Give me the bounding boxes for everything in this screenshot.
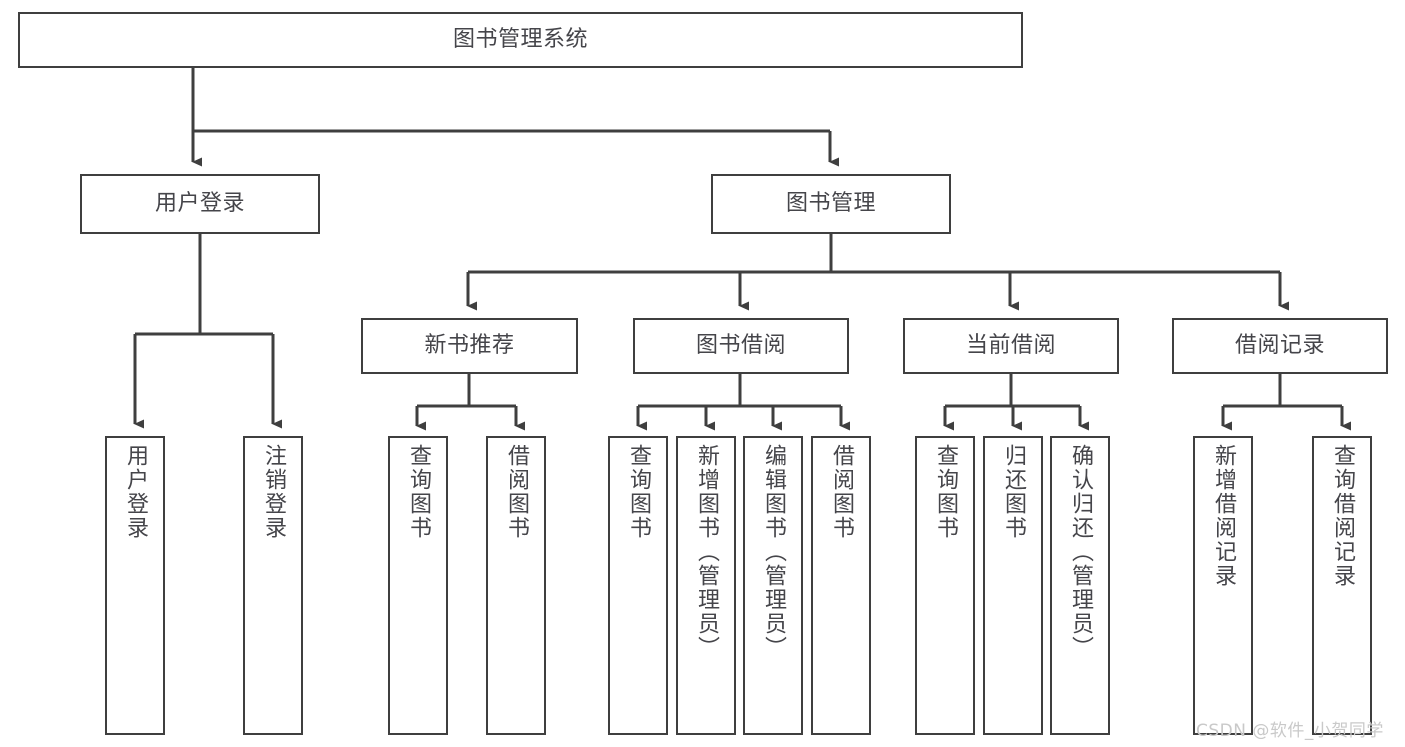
node-user-login-label: 用户登录 bbox=[154, 191, 245, 217]
node-current-borrow[interactable]: 当前借阅 bbox=[903, 318, 1119, 374]
node-leaf-borrow-book-1-label: 借阅图书 bbox=[503, 444, 529, 540]
node-leaf-user-logout[interactable]: 注销登录 bbox=[243, 436, 303, 735]
node-leaf-return-book[interactable]: 归还图书 bbox=[983, 436, 1043, 735]
node-current-borrow-label: 当前借阅 bbox=[965, 333, 1056, 359]
node-leaf-borrow-book-2-label: 借阅图书 bbox=[828, 444, 854, 540]
node-leaf-borrow-book-1[interactable]: 借阅图书 bbox=[486, 436, 546, 735]
node-leaf-user-login-label: 用户登录 bbox=[122, 444, 148, 540]
edge-current-borrow-to-leaves bbox=[943, 374, 1089, 431]
node-new-book-recommend-label: 新书推荐 bbox=[424, 333, 515, 359]
node-root-label: 图书管理系统 bbox=[452, 27, 588, 53]
node-leaf-query-book-1[interactable]: 查询图书 bbox=[388, 436, 448, 735]
node-leaf-query-book-3[interactable]: 查询图书 bbox=[915, 436, 975, 735]
node-book-borrow[interactable]: 图书借阅 bbox=[633, 318, 849, 374]
edge-new-book-recommend-to-leaves bbox=[415, 374, 525, 431]
node-book-borrow-label: 图书借阅 bbox=[695, 333, 786, 359]
node-root[interactable]: 图书管理系统 bbox=[18, 12, 1023, 68]
node-leaf-user-logout-label: 注销登录 bbox=[260, 444, 286, 540]
node-book-manage-label: 图书管理 bbox=[785, 191, 876, 217]
node-borrow-record[interactable]: 借阅记录 bbox=[1172, 318, 1388, 374]
edge-book-manage-to-level2 bbox=[466, 234, 1289, 311]
node-user-login[interactable]: 用户登录 bbox=[80, 174, 320, 234]
node-leaf-query-record[interactable]: 查询借阅记录 bbox=[1312, 436, 1372, 735]
edge-root-to-level1 bbox=[191, 68, 839, 167]
node-leaf-confirm-return-label: 确认归还（管理员） bbox=[1067, 444, 1093, 660]
edge-borrow-record-to-leaves bbox=[1221, 374, 1351, 431]
edge-book-borrow-to-leaves bbox=[636, 374, 850, 431]
node-leaf-borrow-book-2[interactable]: 借阅图书 bbox=[811, 436, 871, 735]
node-leaf-add-record[interactable]: 新增借阅记录 bbox=[1193, 436, 1253, 735]
node-leaf-query-book-2-label: 查询图书 bbox=[625, 444, 651, 540]
node-leaf-edit-book[interactable]: 编辑图书（管理员） bbox=[743, 436, 803, 735]
node-leaf-user-login[interactable]: 用户登录 bbox=[105, 436, 165, 735]
node-borrow-record-label: 借阅记录 bbox=[1234, 333, 1325, 359]
node-leaf-add-book[interactable]: 新增图书（管理员） bbox=[676, 436, 736, 735]
node-leaf-edit-book-label: 编辑图书（管理员） bbox=[760, 444, 786, 660]
node-leaf-query-book-1-label: 查询图书 bbox=[405, 444, 431, 540]
node-leaf-confirm-return[interactable]: 确认归还（管理员） bbox=[1050, 436, 1110, 735]
edge-user-login-to-leaves bbox=[133, 234, 282, 429]
node-book-manage[interactable]: 图书管理 bbox=[711, 174, 951, 234]
node-new-book-recommend[interactable]: 新书推荐 bbox=[361, 318, 578, 374]
node-leaf-add-book-label: 新增图书（管理员） bbox=[693, 444, 719, 660]
node-leaf-query-record-label: 查询借阅记录 bbox=[1329, 444, 1355, 588]
csdn-watermark: CSDN @软件_小贺同学 bbox=[1196, 721, 1384, 741]
node-leaf-query-book-3-label: 查询图书 bbox=[932, 444, 958, 540]
node-leaf-query-book-2[interactable]: 查询图书 bbox=[608, 436, 668, 735]
node-leaf-add-record-label: 新增借阅记录 bbox=[1210, 444, 1236, 588]
node-leaf-return-book-label: 归还图书 bbox=[1000, 444, 1026, 540]
